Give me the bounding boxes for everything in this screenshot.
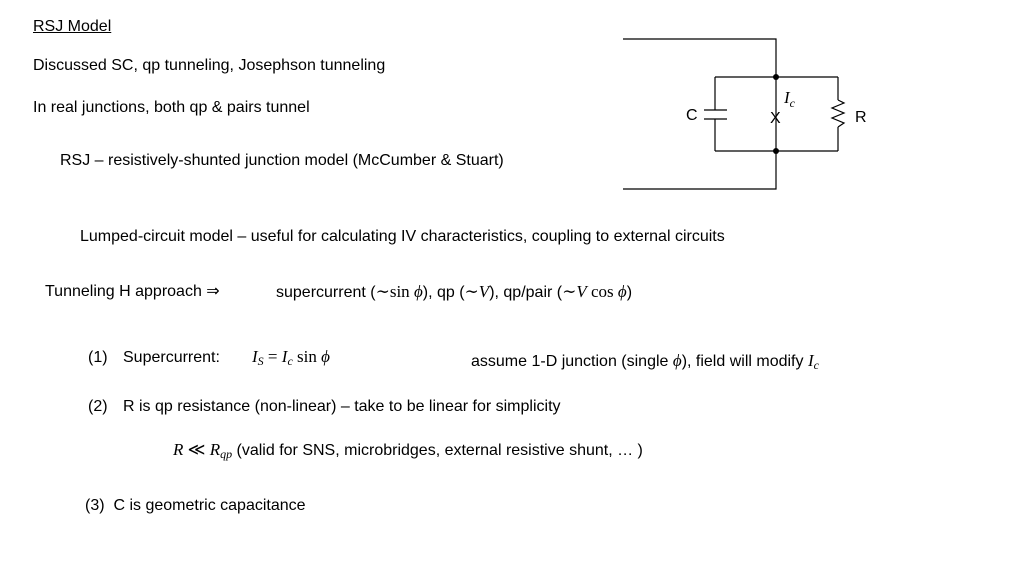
circuit-top-lead: [623, 38, 777, 77]
text-assume-1d: assume 1-D junction (single ϕ), field wi…: [471, 351, 819, 372]
circuit-bottom-lead: [623, 151, 777, 190]
supercurrent-equation: IS = Ic sin ϕ: [252, 347, 330, 368]
current-label: Ic: [783, 88, 796, 110]
text-discussed: Discussed SC, qp tunneling, Josephson tu…: [33, 57, 386, 74]
item1-label: Supercurrent:: [123, 349, 220, 366]
item2-label: R is qp resistance (non-linear) – take t…: [123, 398, 561, 415]
item1-number: (1): [88, 349, 108, 366]
item3-text: (3) C is geometric capacitance: [85, 497, 306, 514]
item2-number: (2): [88, 398, 108, 415]
text-tunneling-approach: Tunneling H approach ⇒: [45, 283, 220, 300]
slide-title: RSJ Model: [33, 18, 112, 35]
capacitor-label: C: [686, 107, 698, 124]
resistor-zigzag: [830, 99, 846, 128]
text-lumped-circuit: Lumped-circuit model – useful for calcul…: [80, 228, 725, 245]
resistor-label: R: [855, 109, 867, 126]
condition-r-ll-rqp: R ≪ Rqp (valid for SNS, microbridges, ex…: [173, 440, 643, 461]
node-bottom: [773, 148, 779, 154]
text-rsj-model: RSJ – resistively-shunted junction model…: [60, 152, 504, 169]
text-tunneling-terms: supercurrent (∼sin ϕ), qp (∼V), qp/pair …: [276, 282, 633, 301]
text-real-junctions: In real junctions, both qp & pairs tunne…: [33, 99, 310, 116]
junction-symbol: X: [770, 110, 781, 127]
node-top: [773, 74, 779, 80]
